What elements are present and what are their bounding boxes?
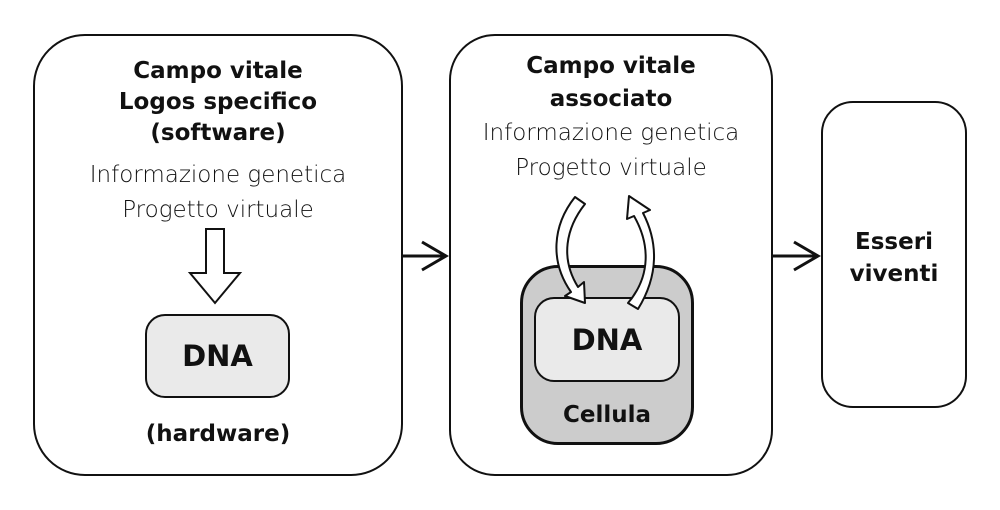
left-title-line-2: Logos specifico	[118, 89, 318, 115]
middle-subtitle: Informazione genetica Progetto virtuale	[451, 116, 771, 186]
curved-arrow-up-icon	[626, 195, 656, 310]
middle-subtitle-line-1: Informazione genetica	[482, 120, 740, 146]
middle-title-line-1: Campo vitale	[526, 53, 696, 79]
left-footer-hardware: (hardware)	[145, 421, 291, 447]
dna-box-left: DNA	[145, 314, 290, 398]
box-campo-vitale-logos: Campo vitale Logos specifico (software) …	[33, 34, 403, 476]
dna-label-middle: DNA	[571, 322, 643, 357]
arrow-left-to-middle-icon	[403, 240, 449, 272]
left-title: Campo vitale Logos specifico (software)	[35, 56, 401, 149]
dna-label-left: DNA	[182, 339, 253, 373]
middle-subtitle-line-2: Progetto virtuale	[515, 155, 707, 181]
middle-title: Campo vitale associato	[451, 50, 771, 116]
box-esseri-viventi: Esseri viventi	[821, 101, 967, 408]
left-title-line-3: (software)	[150, 120, 286, 146]
arrow-middle-to-right-icon	[773, 240, 821, 272]
cell-label: Cellula	[562, 402, 652, 428]
left-subtitle: Informazione genetica Progetto virtuale	[35, 158, 401, 228]
middle-title-line-2: associato	[549, 86, 673, 112]
right-title: Esseri viventi	[823, 226, 965, 290]
left-title-line-1: Campo vitale	[133, 58, 303, 84]
hollow-down-arrow-icon	[187, 228, 243, 305]
left-subtitle-line-2: Progetto virtuale	[122, 197, 314, 223]
curved-arrow-down-icon	[555, 196, 586, 304]
left-subtitle-line-1: Informazione genetica	[89, 162, 347, 188]
dna-box-middle: DNA	[534, 297, 680, 382]
right-title-line-1: Esseri	[855, 229, 933, 255]
right-title-line-2: viventi	[849, 261, 939, 287]
